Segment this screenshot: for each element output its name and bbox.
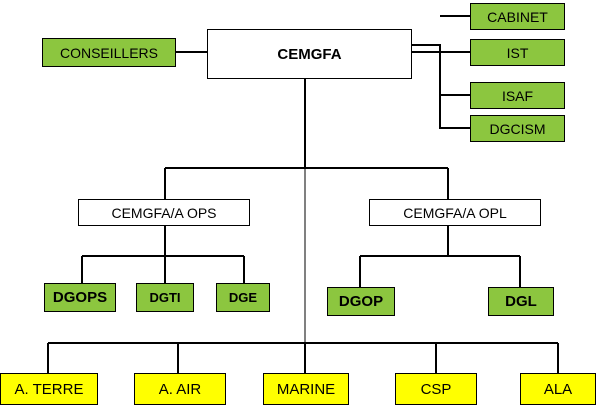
node-ist: IST bbox=[470, 39, 565, 66]
connector-staff-spine bbox=[412, 44, 470, 129]
node-dgops: DGOPS bbox=[44, 283, 116, 312]
node-marine: MARINE bbox=[263, 373, 349, 405]
node-isaf: ISAF bbox=[470, 82, 565, 109]
node-dgl: DGL bbox=[488, 287, 554, 316]
node-dgti: DGTI bbox=[136, 283, 194, 312]
node-cabinet: CABINET bbox=[470, 3, 565, 30]
node-cemgfa-a-ops: CEMGFA/A OPS bbox=[78, 199, 250, 226]
node-a-terre: A. TERRE bbox=[0, 373, 98, 405]
node-cemgfa: CEMGFA bbox=[207, 29, 412, 79]
node-conseillers: CONSEILLERS bbox=[42, 38, 176, 67]
node-ala: ALA bbox=[520, 373, 596, 405]
node-csp: CSP bbox=[395, 373, 477, 405]
node-dge: DGE bbox=[216, 283, 270, 312]
node-cemgfa-a-opl: CEMGFA/A OPL bbox=[369, 199, 541, 226]
node-a-air: A. AIR bbox=[134, 373, 226, 405]
node-dgop: DGOP bbox=[327, 287, 395, 316]
node-dgcism: DGCISM bbox=[470, 115, 565, 142]
